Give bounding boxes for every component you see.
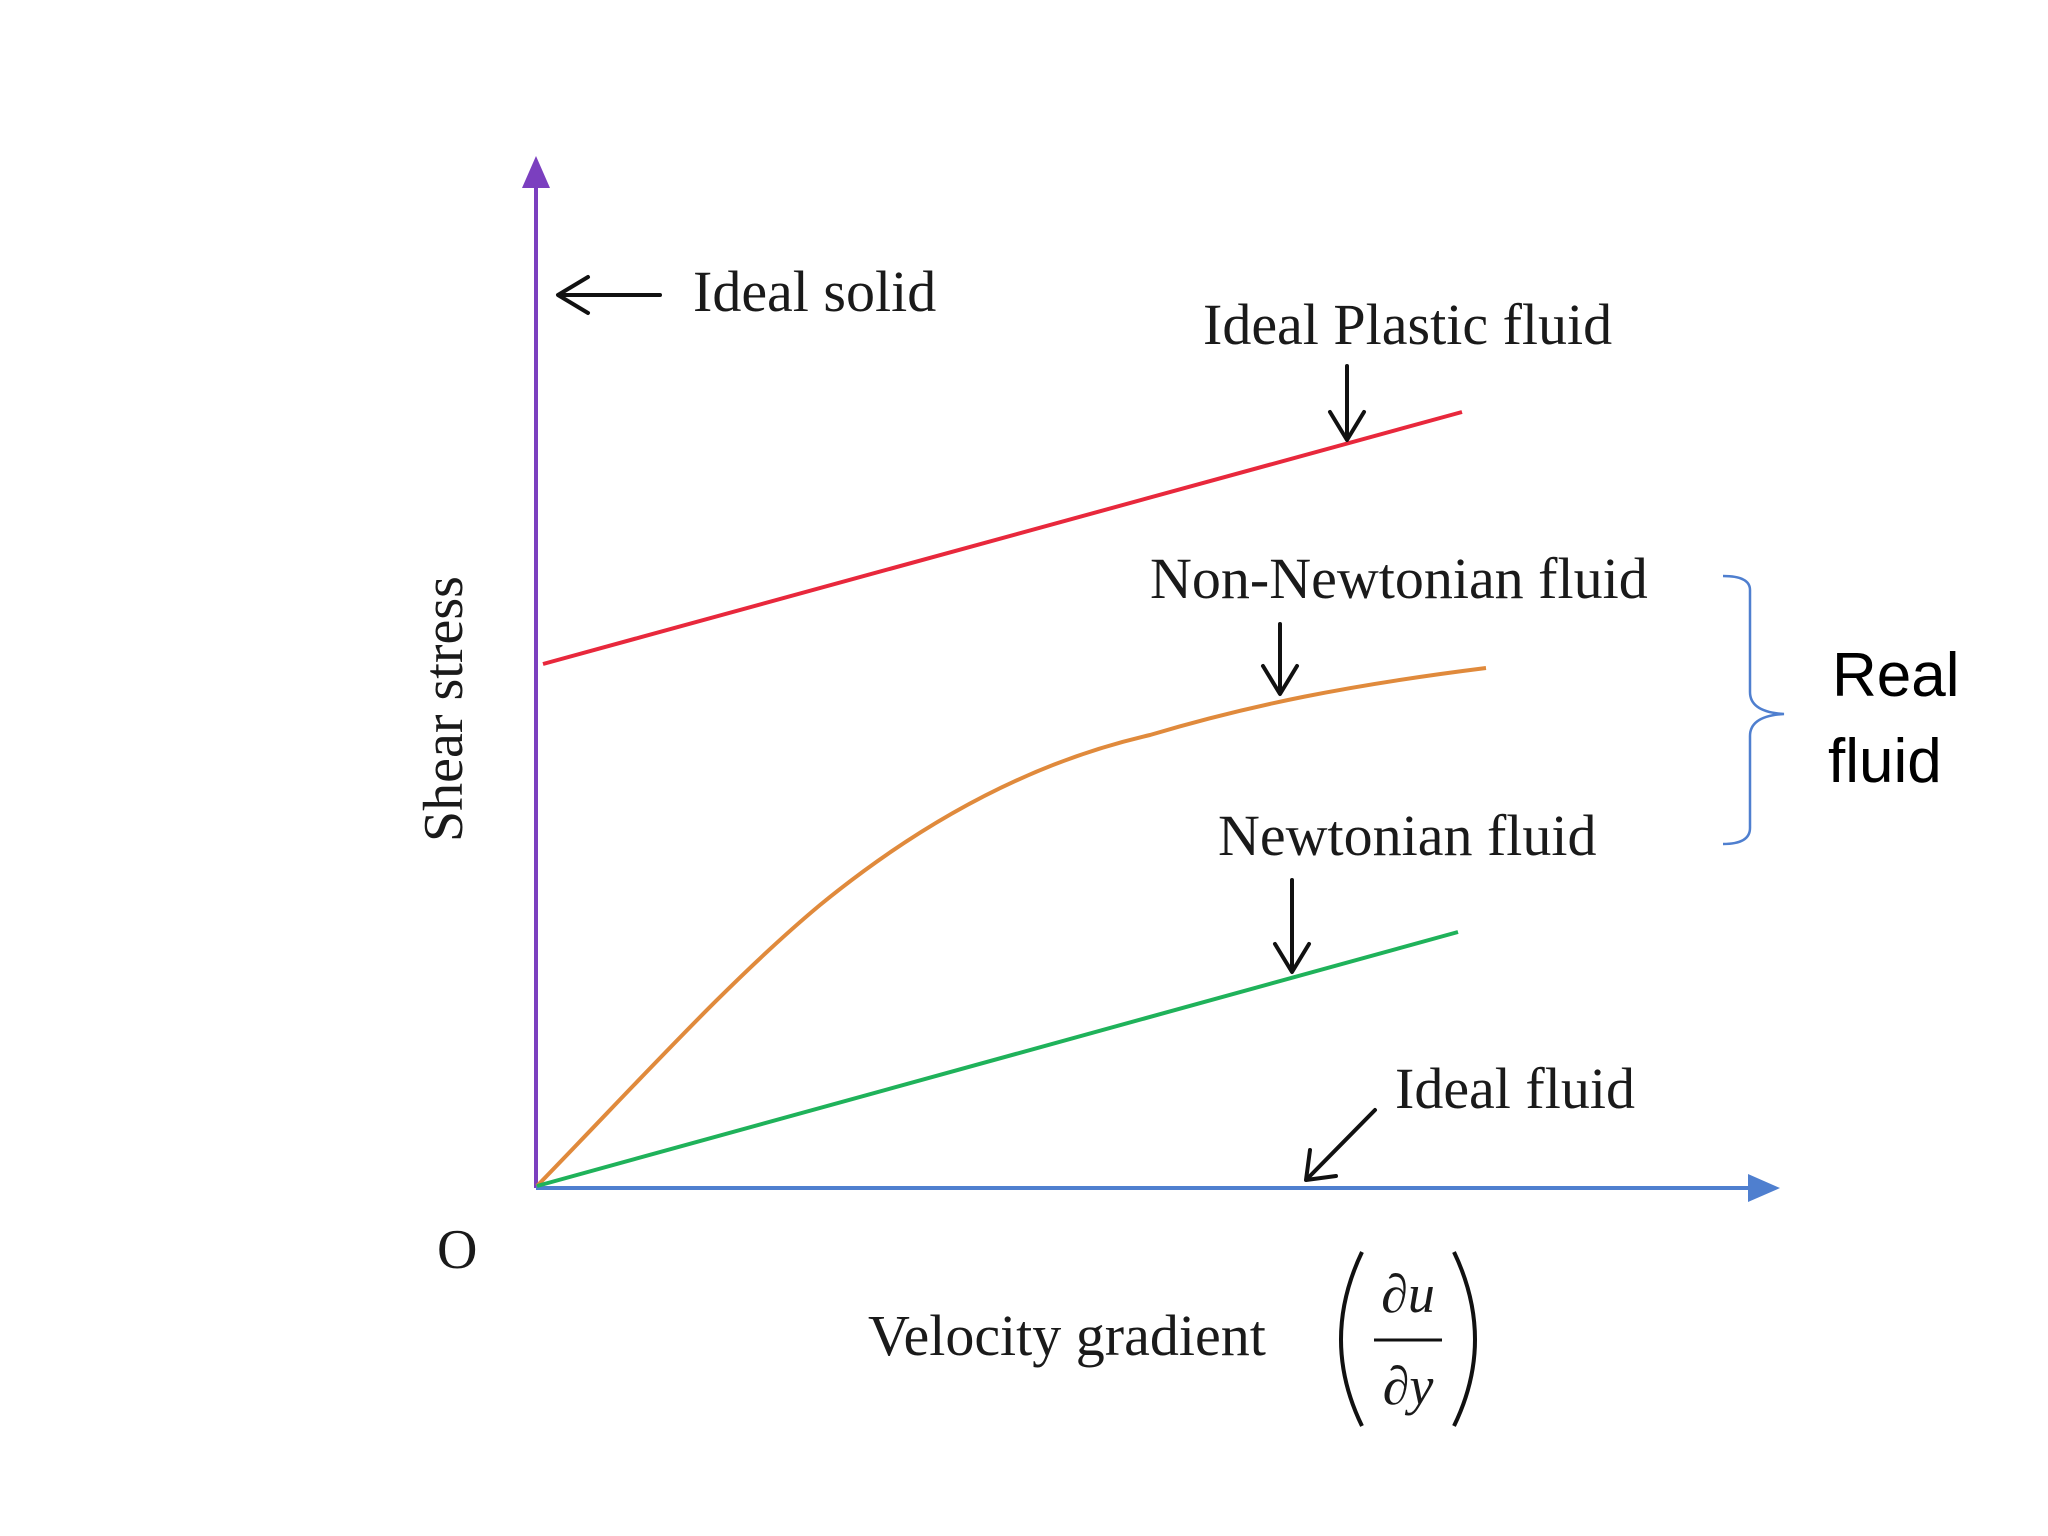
ideal-plastic-fluid-line <box>542 410 1463 666</box>
formula-denominator: ∂y <box>1383 1356 1434 1416</box>
ideal-plastic-fluid-label: Ideal Plastic fluid <box>1203 292 1612 357</box>
non-newtonian-fluid-label: Non-Newtonian fluid <box>1150 546 1648 611</box>
non-newtonian-fluid-curve <box>535 666 1487 1188</box>
real-fluid-label-line1: Real <box>1832 641 1960 710</box>
newtonian-fluid-line <box>536 930 1459 1188</box>
ideal-plastic-pointer-arrow <box>1328 364 1366 442</box>
ideal-solid-label: Ideal solid <box>693 259 936 324</box>
y-axis-label: Shear stress <box>413 576 475 842</box>
real-fluid-brace <box>1722 574 1785 846</box>
origin-label: O <box>437 1219 477 1281</box>
ideal-fluid-pointer-arrow <box>1304 1108 1377 1182</box>
x-axis-label: Velocity gradient <box>868 1303 1266 1368</box>
velocity-gradient-formula: ∂u ∂y <box>1339 1251 1477 1427</box>
y-axis-arrowhead <box>522 156 550 188</box>
x-axis-arrowhead <box>1748 1174 1780 1202</box>
right-paren <box>1452 1251 1477 1427</box>
non-newtonian-pointer-arrow <box>1261 622 1299 696</box>
ideal-fluid-label: Ideal fluid <box>1395 1056 1635 1121</box>
formula-numerator: ∂u <box>1381 1264 1435 1324</box>
ideal-solid-pointer-arrow <box>556 275 662 315</box>
real-fluid-label-line2: fluid <box>1828 727 1942 796</box>
newtonian-fluid-label: Newtonian fluid <box>1218 803 1597 868</box>
left-paren <box>1339 1251 1364 1427</box>
newtonian-pointer-arrow <box>1273 878 1311 974</box>
